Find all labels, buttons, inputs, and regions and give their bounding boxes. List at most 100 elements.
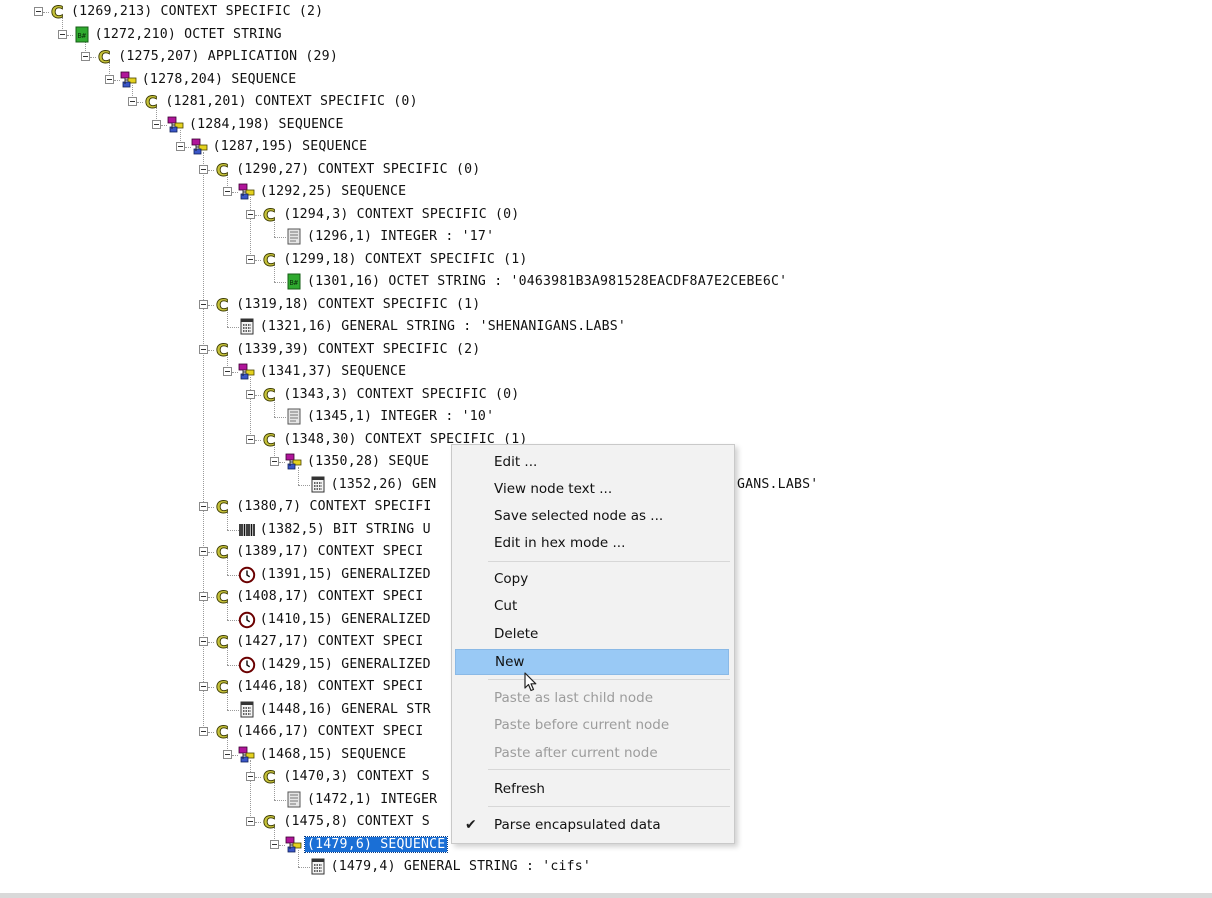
tree-node[interactable]: (1278,204) SEQUENCE <box>104 71 1212 91</box>
node-label[interactable]: (1301,16) OCTET STRING : '0463981B3A9815… <box>307 274 788 289</box>
tree-node[interactable]: (1287,195) SEQUENCE <box>175 138 1212 158</box>
node-label[interactable]: (1319,18) CONTEXT SPECIFIC (1) <box>236 296 481 312</box>
tree-node[interactable]: (1321,16) GENERAL STRING : 'SHENANIGANS.… <box>223 318 1212 338</box>
collapse-toggle-icon[interactable] <box>81 52 91 61</box>
node-label[interactable]: (1287,195) SEQUENCE <box>212 139 368 154</box>
tree-node[interactable]: C(1299,18) CONTEXT SPECIFIC (1) <box>246 251 1212 271</box>
menu-item-edit-in-hex-mode[interactable]: Edit in hex mode ... <box>455 531 729 557</box>
collapse-toggle-icon[interactable] <box>128 97 138 106</box>
node-label[interactable]: (1339,39) CONTEXT SPECIFIC (2) <box>236 341 481 357</box>
collapse-toggle-icon[interactable] <box>246 817 256 826</box>
tree-node[interactable]: C(1343,3) CONTEXT SPECIFIC (0) <box>246 386 1212 406</box>
node-label[interactable]: (1410,15) GENERALIZED <box>259 611 431 627</box>
node-label[interactable]: (1290,27) CONTEXT SPECIFIC (0) <box>236 161 481 177</box>
node-label[interactable]: (1479,4) GENERAL STRING : 'cifs' <box>330 859 592 874</box>
collapse-toggle-icon[interactable] <box>246 209 256 219</box>
tree-node[interactable]: C(1389,17) CONTEXT SPECI <box>199 543 1212 563</box>
tree-node[interactable]: C(1319,18) CONTEXT SPECIFIC (1) <box>199 296 1212 316</box>
tree-node[interactable]: C(1348,30) CONTEXT SPECIFIC (1) <box>246 431 1212 451</box>
node-label[interactable]: (1380,7) CONTEXT SPECIFI <box>236 499 432 514</box>
node-label[interactable]: (1269,213) CONTEXT SPECIFIC (2) <box>71 4 324 19</box>
collapse-toggle-icon[interactable] <box>152 119 161 129</box>
node-label[interactable]: (1299,18) CONTEXT SPECIFIC (1) <box>283 251 528 267</box>
tree-node[interactable]: (1479,4) GENERAL STRING : 'cifs' <box>294 858 1212 878</box>
tree-node[interactable]: (1341,37) SEQUENCE <box>222 363 1212 383</box>
tree-node[interactable]: (1391,15) GENERALIZED <box>223 566 1212 586</box>
tree-node[interactable]: (1345,1) INTEGER : '10' <box>270 408 1212 428</box>
node-label[interactable]: (1284,198) SEQUENCE <box>189 116 344 132</box>
menu-item-cut[interactable]: Cut <box>455 594 729 620</box>
tree-node[interactable]: (1479,6) SEQUENCE <box>270 835 1212 856</box>
tree-node[interactable]: (1468,15) SEQUENCE <box>222 746 1212 766</box>
menu-item-view-node-text[interactable]: View node text ... <box>455 477 729 503</box>
node-label[interactable]: (1427,17) CONTEXT SPECI <box>236 634 424 649</box>
node-label[interactable]: (1475,8) CONTEXT S <box>283 814 430 829</box>
tree-node[interactable]: (1350,28) SEQUE <box>270 453 1212 473</box>
node-label[interactable]: (1321,16) GENERAL STRING : 'SHENANIGANS.… <box>259 319 627 334</box>
node-label[interactable]: (1470,3) CONTEXT S <box>283 769 430 784</box>
menu-item-edit[interactable]: Edit ... <box>455 450 729 476</box>
collapse-toggle-icon[interactable] <box>175 142 185 151</box>
node-label[interactable]: (1341,37) SEQUENCE <box>259 364 407 379</box>
collapse-toggle-icon[interactable] <box>199 727 209 736</box>
collapse-toggle-icon[interactable] <box>199 637 209 646</box>
tree-node[interactable]: (1284,198) SEQUENCE <box>152 116 1212 136</box>
tree-node[interactable]: (1292,25) SEQUENCE <box>222 183 1212 203</box>
node-label[interactable]: (1272,210) OCTET STRING <box>94 26 282 42</box>
collapse-toggle-icon[interactable] <box>199 502 209 511</box>
node-label[interactable]: (1296,1) INTEGER : '17' <box>307 229 495 244</box>
tree-node[interactable]: C(1339,39) CONTEXT SPECIFIC (2) <box>199 341 1212 361</box>
collapse-toggle-icon[interactable] <box>199 682 209 691</box>
tree-node[interactable]: C(1380,7) CONTEXT SPECIFI <box>199 498 1212 518</box>
node-label[interactable]: (1466,17) CONTEXT SPECI <box>236 724 424 739</box>
node-label[interactable]: (1348,30) CONTEXT SPECIFIC (1) <box>283 431 528 447</box>
node-label[interactable]: (1281,201) CONTEXT SPECIFIC (0) <box>165 94 418 109</box>
tree-node[interactable]: C(1466,17) CONTEXT SPECI <box>199 723 1212 743</box>
collapse-toggle-icon[interactable] <box>104 74 114 84</box>
node-label[interactable]: (1294,3) CONTEXT SPECIFIC (0) <box>283 206 520 222</box>
node-label[interactable]: (1429,15) GENERALIZED <box>259 656 431 672</box>
menu-item-new[interactable]: New <box>455 649 729 675</box>
menu-item-parse-encapsulated-data[interactable]: ✔Parse encapsulated data <box>455 813 729 839</box>
tree-node[interactable]: C(1294,3) CONTEXT SPECIFIC (0) <box>246 206 1212 226</box>
menu-item-delete[interactable]: Delete <box>455 622 729 648</box>
collapse-toggle-icon[interactable] <box>222 749 232 759</box>
tree-node[interactable]: C(1470,3) CONTEXT S <box>246 768 1212 788</box>
node-label[interactable]: (1446,18) CONTEXT SPECI <box>236 679 424 694</box>
node-label[interactable]: (1382,5) BIT STRING U <box>259 521 431 537</box>
tree-node[interactable]: C(1269,213) CONTEXT SPECIFIC (2) <box>34 3 1212 23</box>
collapse-toggle-icon[interactable] <box>34 7 43 16</box>
tree-node[interactable]: C(1281,201) CONTEXT SPECIFIC (0) <box>128 93 1212 113</box>
node-label[interactable]: (1352,26) GEN <box>330 476 437 492</box>
tree-node[interactable]: (1296,1) INTEGER : '17' <box>270 228 1212 248</box>
collapse-toggle-icon[interactable] <box>270 839 279 849</box>
node-label[interactable]: (1468,15) SEQUENCE <box>259 746 407 762</box>
node-label[interactable]: (1345,1) INTEGER : '10' <box>307 409 495 424</box>
tree-node[interactable]: C(1290,27) CONTEXT SPECIFIC (0) <box>199 161 1212 181</box>
collapse-toggle-icon[interactable] <box>246 254 256 264</box>
node-label[interactable]: (1389,17) CONTEXT SPECI <box>236 544 424 559</box>
node-label[interactable]: (1292,25) SEQUENCE <box>259 184 407 199</box>
collapse-toggle-icon[interactable] <box>199 547 209 556</box>
collapse-toggle-icon[interactable] <box>246 434 256 444</box>
tree-node[interactable]: B#(1272,210) OCTET STRING <box>57 26 1212 46</box>
collapse-toggle-icon[interactable] <box>270 457 279 466</box>
collapse-toggle-icon[interactable] <box>199 592 209 601</box>
node-label[interactable]: (1350,28) SEQUE <box>307 454 430 469</box>
tree-node[interactable]: B#(1301,16) OCTET STRING : '0463981B3A98… <box>270 273 1212 293</box>
node-label[interactable]: (1448,16) GENERAL STR <box>259 701 431 717</box>
tree-node[interactable]: (1472,1) INTEGER <box>270 791 1212 811</box>
node-label[interactable]: (1391,15) GENERALIZED <box>259 566 431 582</box>
tree-node[interactable]: (1429,15) GENERALIZED <box>223 656 1212 676</box>
tree-node[interactable]: C(1446,18) CONTEXT SPECI <box>199 678 1212 698</box>
selected-node-label[interactable]: (1479,6) SEQUENCE <box>303 835 449 853</box>
tree-node[interactable]: (1410,15) GENERALIZED <box>223 611 1212 631</box>
collapse-toggle-icon[interactable] <box>57 29 67 39</box>
collapse-toggle-icon[interactable] <box>222 187 232 196</box>
node-label[interactable]: (1472,1) INTEGER <box>307 791 438 807</box>
node-label[interactable]: (1278,204) SEQUENCE <box>141 71 297 87</box>
menu-item-copy[interactable]: Copy <box>455 567 729 593</box>
tree-node[interactable]: C(1408,17) CONTEXT SPECI <box>199 588 1212 608</box>
